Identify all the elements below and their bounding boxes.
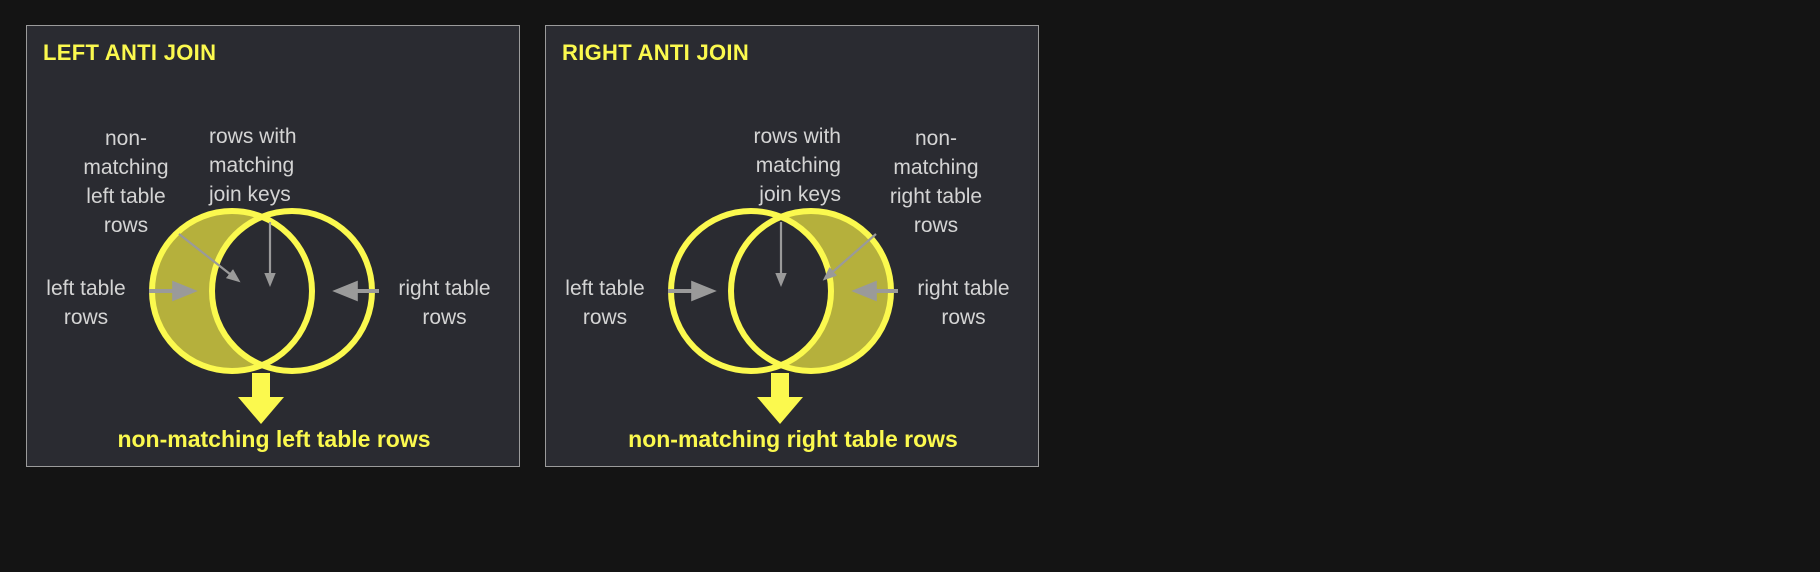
panel-left-anti-join: LEFT ANTI JOIN bbox=[26, 25, 520, 467]
right-table-circle bbox=[209, 208, 375, 374]
label-left-table-rows-left: left table rows bbox=[46, 277, 126, 329]
panel-title-left: LEFT ANTI JOIN bbox=[43, 40, 217, 65]
label-matching-join-keys-right: rows with matching join keys bbox=[753, 125, 841, 206]
label-non-matching-left: non- matching left table rows bbox=[83, 127, 169, 237]
label-right-table-rows-left: right table rows bbox=[398, 277, 491, 329]
panel-title-right: RIGHT ANTI JOIN bbox=[562, 40, 750, 65]
left-crescent-fill bbox=[152, 211, 312, 371]
caption-right: non-matching right table rows bbox=[628, 426, 958, 452]
leader-non-matching bbox=[822, 233, 877, 281]
leader-non-matching bbox=[178, 233, 241, 283]
label-right-table-rows-right: right table rows bbox=[917, 277, 1010, 329]
result-arrow-down bbox=[757, 373, 803, 424]
label-left-table-rows-right: left table rows bbox=[565, 277, 645, 329]
right-crescent-fill bbox=[731, 211, 891, 371]
label-matching-join-keys-left: rows with matching join keys bbox=[209, 125, 297, 206]
left-table-circle bbox=[668, 208, 834, 374]
venn-diagram-left bbox=[149, 208, 379, 424]
panel-right-anti-join: RIGHT ANTI JOIN bbox=[545, 25, 1039, 467]
result-arrow-down bbox=[238, 373, 284, 424]
label-non-matching-right: non- matching right table rows bbox=[889, 127, 983, 237]
venn-diagram-right bbox=[668, 208, 898, 424]
caption-left: non-matching left table rows bbox=[117, 426, 431, 452]
